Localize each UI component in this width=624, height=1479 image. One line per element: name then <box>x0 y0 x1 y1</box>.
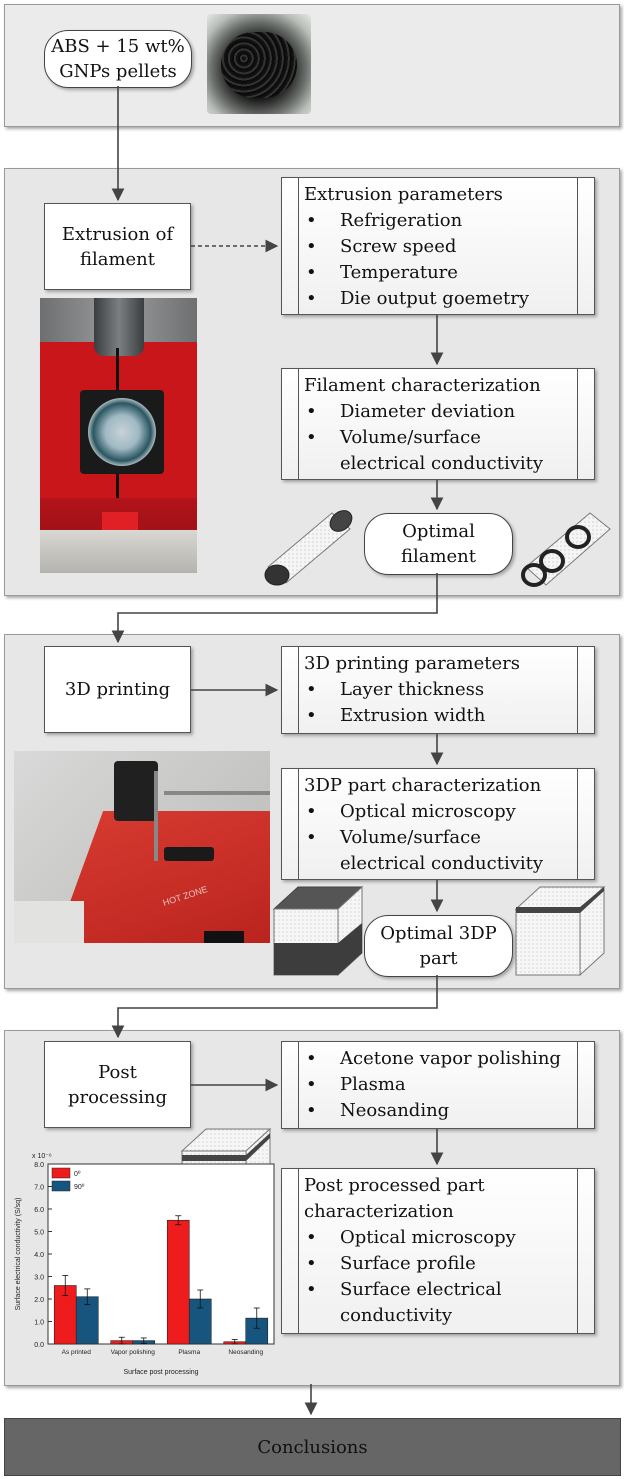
y-tick-label: 6.0 <box>34 1207 44 1214</box>
filament-char-title: Filament characterization <box>304 375 541 396</box>
part-char-title: 3DP part characterization <box>304 775 542 796</box>
y-tick-label: 8.0 <box>34 1162 44 1169</box>
param-item: Screw speed <box>304 234 568 260</box>
char-item: Volume/surface electrical conductivity <box>304 825 568 877</box>
printing-params-title: 3D printing parameters <box>304 653 520 674</box>
legend-label: 90º <box>74 1184 85 1191</box>
y-tick-label: 0.0 <box>34 1342 44 1349</box>
bar-0deg <box>166 1219 190 1345</box>
post-characterization-box: Post processed part characterization Opt… <box>281 1168 595 1334</box>
optimal-part-node: Optimal 3DP part <box>364 915 513 977</box>
char-item: Volume/surface electrical conductivity <box>304 425 568 477</box>
printer-photo: HOT ZONE <box>14 751 270 943</box>
optimal-filament-node: Optimal filament <box>364 513 513 575</box>
method-item: Acetone vapor polishing <box>304 1046 568 1072</box>
pellets-photo <box>207 14 311 114</box>
y-scale-label: x 10⁻⁶ <box>32 1153 52 1160</box>
y-tick-label: 2.0 <box>34 1297 44 1304</box>
method-item: Neosanding <box>304 1098 568 1124</box>
y-tick-label: 3.0 <box>34 1275 44 1282</box>
conductivity-chart: 0.0 1.0 2.0 3.0 4.0 5.0 6.0 7.0 8.0 x 10⁻⁶ Surface… <box>15 1153 275 1376</box>
char-item: Surface profile <box>304 1251 568 1277</box>
y-tick-label: 4.0 <box>34 1252 44 1259</box>
char-item: Surface electrical conductivity <box>304 1277 568 1329</box>
legend-swatch <box>51 1180 71 1192</box>
char-item: Diameter deviation <box>304 399 568 425</box>
pellets-node: ABS + 15 wt% GNPs pellets <box>44 30 192 88</box>
param-item: Die output goemetry <box>304 286 568 312</box>
y-axis-label: Surface electrical conductivity (S/sq) <box>15 1198 22 1311</box>
filament-hollow-illustration <box>521 512 611 587</box>
legend-swatch <box>51 1167 71 1179</box>
x-tick-label: Plasma <box>178 1349 200 1356</box>
part-cube-hollow-illustration <box>514 885 606 977</box>
x-tick-label: As printed <box>62 1349 92 1356</box>
y-tick-label: 1.0 <box>34 1320 44 1327</box>
printing-params-box: 3D printing parameters Layer thickness E… <box>281 646 595 734</box>
extrusion-step: Extrusion of filament <box>44 203 191 290</box>
filament-solid-illustration <box>264 510 353 586</box>
x-tick-label: Neosanding <box>228 1349 263 1356</box>
printing-step: 3D printing <box>44 646 191 733</box>
conclusions-node: Conclusions <box>4 1418 621 1476</box>
part-cube-solid-illustration <box>272 885 364 977</box>
param-item: Layer thickness <box>304 677 568 703</box>
param-item: Refrigeration <box>304 208 568 234</box>
x-axis-label: Surface post processing <box>123 1369 198 1376</box>
post-processing-step: Post processing <box>44 1041 191 1128</box>
x-tick-label: Vapor polishing <box>111 1349 156 1356</box>
post-char-title: Post processed part characterization <box>304 1175 485 1222</box>
filament-characterization-box: Filament characterization Diameter devia… <box>281 368 595 480</box>
extrusion-params-box: Extrusion parameters Refrigeration Screw… <box>281 177 595 315</box>
param-item: Extrusion width <box>304 703 568 729</box>
char-item: Optical microscopy <box>304 799 568 825</box>
y-tick-label: 7.0 <box>34 1185 44 1192</box>
legend-label: 0º <box>74 1171 81 1178</box>
y-tick-label: 5.0 <box>34 1230 44 1237</box>
extruder-photo <box>40 298 197 573</box>
method-item: Plasma <box>304 1072 568 1098</box>
char-item: Optical microscopy <box>304 1225 568 1251</box>
part-characterization-box: 3DP part characterization Optical micros… <box>281 768 595 880</box>
post-methods-box: Acetone vapor polishing Plasma Neosandin… <box>281 1041 595 1129</box>
param-item: Temperature <box>304 260 568 286</box>
extrusion-params-title: Extrusion parameters <box>304 184 503 205</box>
